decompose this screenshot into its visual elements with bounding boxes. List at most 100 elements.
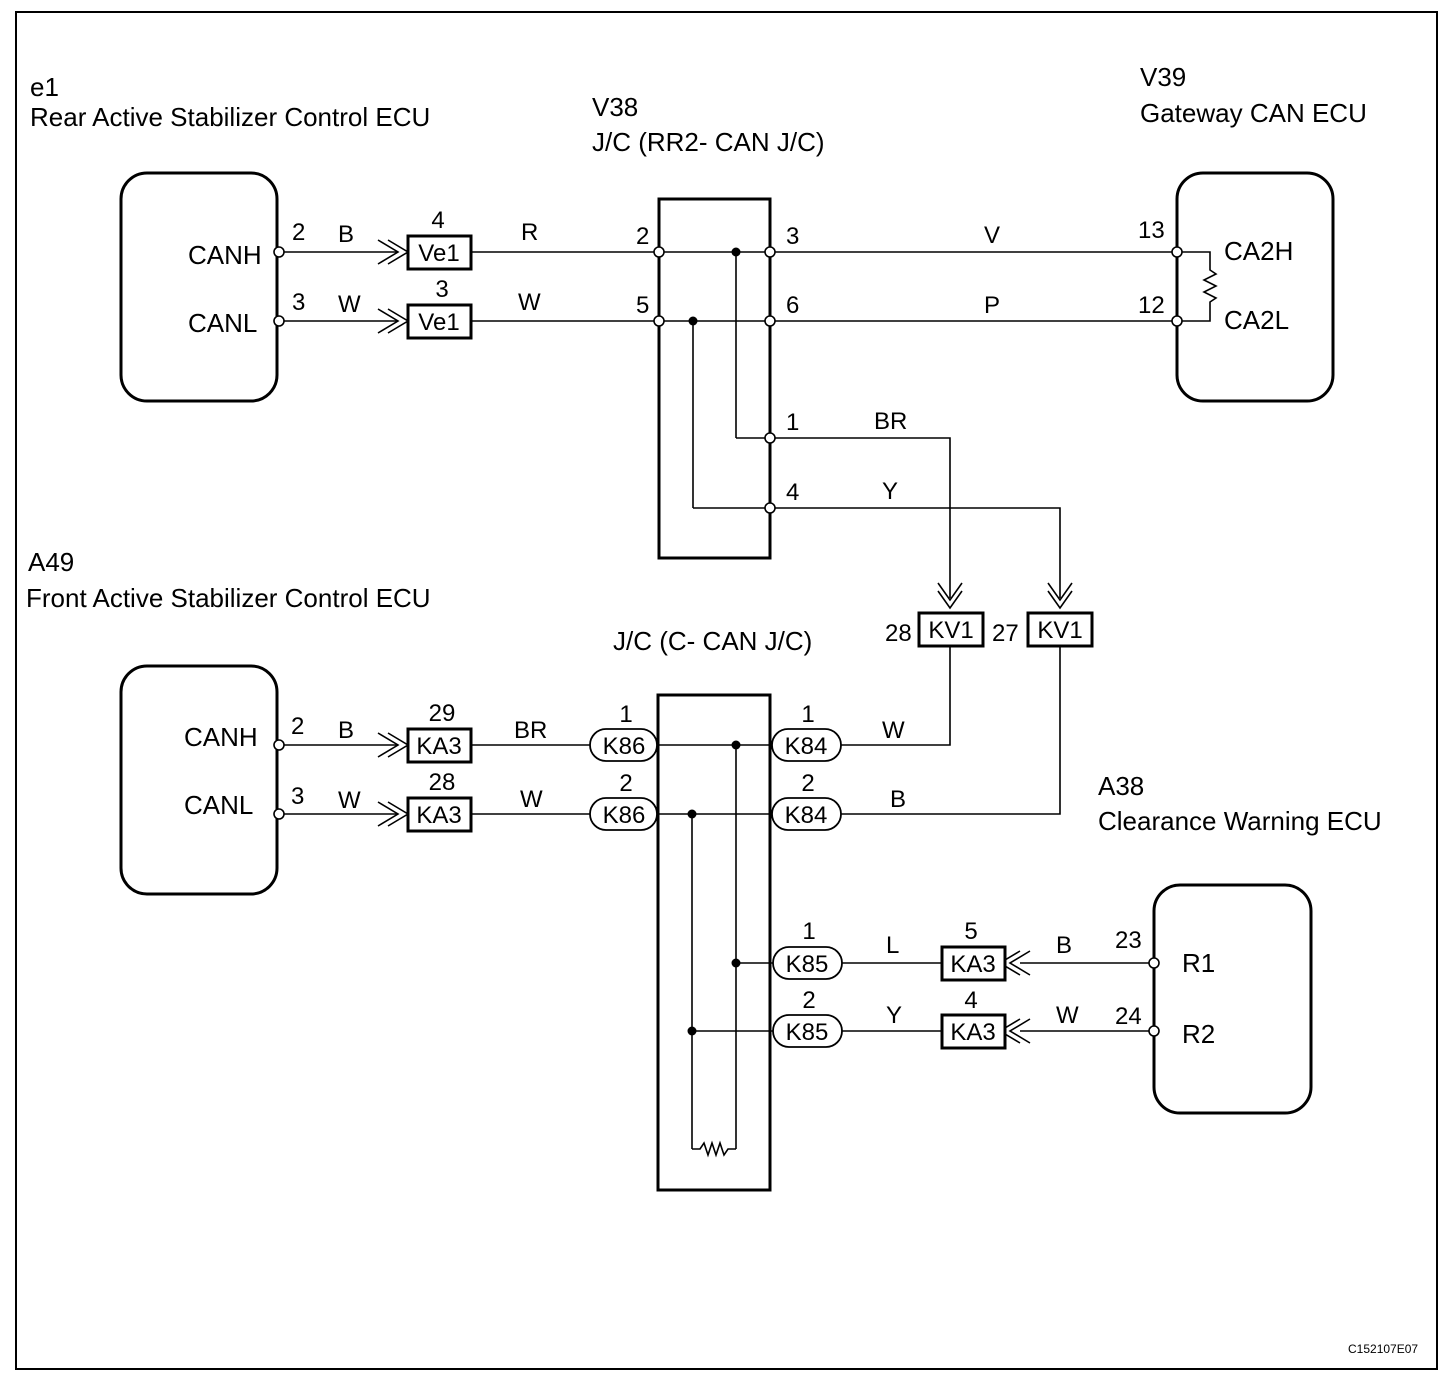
kv1-left-label: KV1: [928, 617, 973, 644]
e1-pin-2: 2: [292, 219, 305, 246]
wire-br-bottom: BR: [514, 717, 547, 744]
v38-pin-1: 1: [786, 409, 799, 436]
ka3-29-connector: [406, 727, 473, 764]
ve1-top-connector: [406, 234, 473, 271]
a38-r1-label: R1: [1182, 948, 1215, 978]
ka3-28-pin: 28: [429, 769, 456, 796]
v39-code: V39: [1140, 62, 1186, 92]
ka3-5-label: KA3: [950, 951, 995, 978]
a38-ecu-box: [1152, 883, 1313, 1115]
kv1-right-label: KV1: [1037, 617, 1082, 644]
k85-1-label: K85: [786, 951, 829, 978]
a49-wire-w: W: [338, 787, 361, 814]
a38-wire-b: B: [1056, 932, 1072, 959]
ka3-4-pin: 4: [964, 987, 977, 1014]
ka3-4-connector: [940, 1013, 1007, 1050]
e1-wire-w: W: [338, 291, 361, 318]
v39-ecu-box: [1175, 171, 1335, 403]
a38-name: Clearance Warning ECU: [1098, 806, 1382, 836]
ka3-29-label: KA3: [416, 733, 461, 760]
ka3-28-label: KA3: [416, 802, 461, 829]
kv1-right-pin: 27: [992, 620, 1019, 647]
wire-b-k84: B: [890, 786, 906, 813]
k85-2-label: K85: [786, 1019, 829, 1046]
v38-pin-5: 5: [636, 292, 649, 319]
kv1-right-connector: [1026, 611, 1094, 648]
a49-wire-b: B: [338, 717, 354, 744]
k86-1-connector: [589, 728, 658, 762]
e1-pin-3: 3: [292, 289, 305, 316]
k84-1-label: K84: [785, 733, 828, 760]
ka3-left-chevrons: [377, 732, 410, 827]
v38-pin-6: 6: [786, 292, 799, 319]
e1-name: Rear Active Stabilizer Control ECU: [30, 102, 430, 132]
wire-w-bottom: W: [520, 786, 543, 813]
ve1-bottom-label: Ve1: [418, 309, 459, 336]
wire-w-k84: W: [882, 717, 905, 744]
diagram-frame: [15, 11, 1438, 1370]
wire-l: L: [886, 932, 899, 959]
a49-canl-label: CANL: [184, 790, 253, 820]
a38-pin-24: 24: [1115, 1003, 1142, 1030]
bottom-terminals: [273, 739, 1160, 1037]
k86-2-connector: [589, 797, 658, 831]
a49-canh-label: CANH: [184, 722, 258, 752]
ve1-bottom-connector: [406, 303, 473, 340]
ve1-chevrons: [377, 239, 410, 334]
ka3-28-connector: [406, 796, 473, 833]
a38-r2-label: R2: [1182, 1019, 1215, 1049]
v39-pin-12: 12: [1138, 292, 1165, 319]
e1-ecu-box: [119, 171, 279, 403]
a38-code: A38: [1098, 771, 1144, 801]
a49-ecu-box: [119, 664, 279, 896]
c-can-junction-box: [656, 693, 772, 1192]
k85-2-pin: 2: [802, 987, 815, 1014]
wire-br-top: BR: [874, 408, 907, 435]
k86-2-label: K86: [603, 802, 646, 829]
top-wires: [279, 251, 1218, 598]
kv1-chevrons: [937, 582, 1073, 610]
a49-code: A49: [28, 547, 74, 577]
k84-1-connector: [771, 728, 842, 762]
e1-canh-label: CANH: [188, 240, 262, 270]
v38-pin-2: 2: [636, 223, 649, 250]
ka3-29-pin: 29: [429, 700, 456, 727]
a49-pin-3: 3: [291, 783, 304, 810]
v38-pin-4: 4: [786, 479, 799, 506]
wire-y-top: Y: [882, 478, 898, 505]
k85-1-connector: [772, 946, 843, 980]
k84-1-pin: 1: [801, 701, 814, 728]
ve1-top-pin: 4: [431, 207, 444, 234]
top-terminals: [273, 246, 1183, 514]
k86-1-label: K86: [603, 733, 646, 760]
ka3-4-label: KA3: [950, 1019, 995, 1046]
jc-c-can-name: J/C (C- CAN J/C): [613, 626, 812, 656]
figure-id: C152107E07: [1348, 1342, 1418, 1356]
ka3-5-pin: 5: [964, 918, 977, 945]
v39-ca2h-label: CA2H: [1224, 236, 1293, 266]
k84-2-connector: [771, 797, 842, 831]
v39-ca2l-label: CA2L: [1224, 305, 1289, 335]
e1-code: e1: [30, 72, 59, 102]
e1-wire-b: B: [338, 221, 354, 248]
k85-1-pin: 1: [802, 918, 815, 945]
wire-r: R: [521, 219, 538, 246]
ve1-bottom-pin: 3: [435, 276, 448, 303]
k85-2-connector: [772, 1014, 843, 1048]
wire-y-bottom: Y: [886, 1002, 902, 1029]
k84-2-label: K84: [785, 802, 828, 829]
k86-1-pin: 1: [619, 701, 632, 728]
v39-name: Gateway CAN ECU: [1140, 98, 1367, 128]
k84-2-pin: 2: [801, 770, 814, 797]
a49-pin-2: 2: [291, 713, 304, 740]
kv1-left-pin: 28: [885, 620, 912, 647]
ve1-top-label: Ve1: [418, 240, 459, 267]
wire-w-top: W: [518, 289, 541, 316]
e1-canl-label: CANL: [188, 308, 257, 338]
v38-name: J/C (RR2- CAN J/C): [592, 127, 825, 157]
a38-wire-w: W: [1056, 1002, 1079, 1029]
a38-pin-23: 23: [1115, 927, 1142, 954]
v38-code: V38: [592, 92, 638, 122]
ka3-5-connector: [940, 945, 1007, 982]
v38-junction-box: [657, 197, 772, 560]
